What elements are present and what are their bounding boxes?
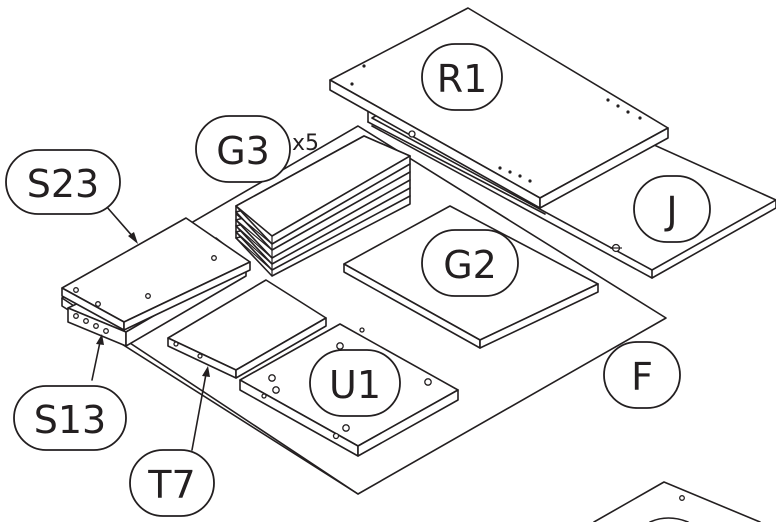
label-g2: G2 [421,229,519,297]
label-u1: U1 [309,349,401,417]
label-f: F [603,341,681,409]
label-j-text: J [664,189,677,233]
label-s13: S13 [13,385,127,451]
label-g3-text: G3 [216,129,270,173]
label-j: J [633,175,711,243]
leader-s23 [105,205,138,244]
leader-s13 [91,334,104,381]
label-t7-text: T7 [147,463,195,507]
label-f-text: F [631,355,653,399]
panel-f [61,125,667,495]
label-g2-text: G2 [443,243,497,287]
label-g3-quantity: x5 [292,131,319,156]
panel-s23 [61,217,251,331]
label-s13-text: S13 [34,398,106,442]
label-s23-text: S23 [27,162,99,206]
label-g3: G3 x5 [195,115,319,183]
panel-t7 [167,279,327,379]
label-u1-text: U1 [329,363,381,407]
label-s23: S23 [5,149,121,215]
label-r1-text: R1 [437,57,488,101]
panel-partial [593,481,761,522]
leader-t7 [191,366,210,451]
panel-g3-stack [235,135,411,277]
label-t7: T7 [129,449,215,517]
label-r1: R1 [421,43,503,111]
panel-r1 [329,7,669,215]
